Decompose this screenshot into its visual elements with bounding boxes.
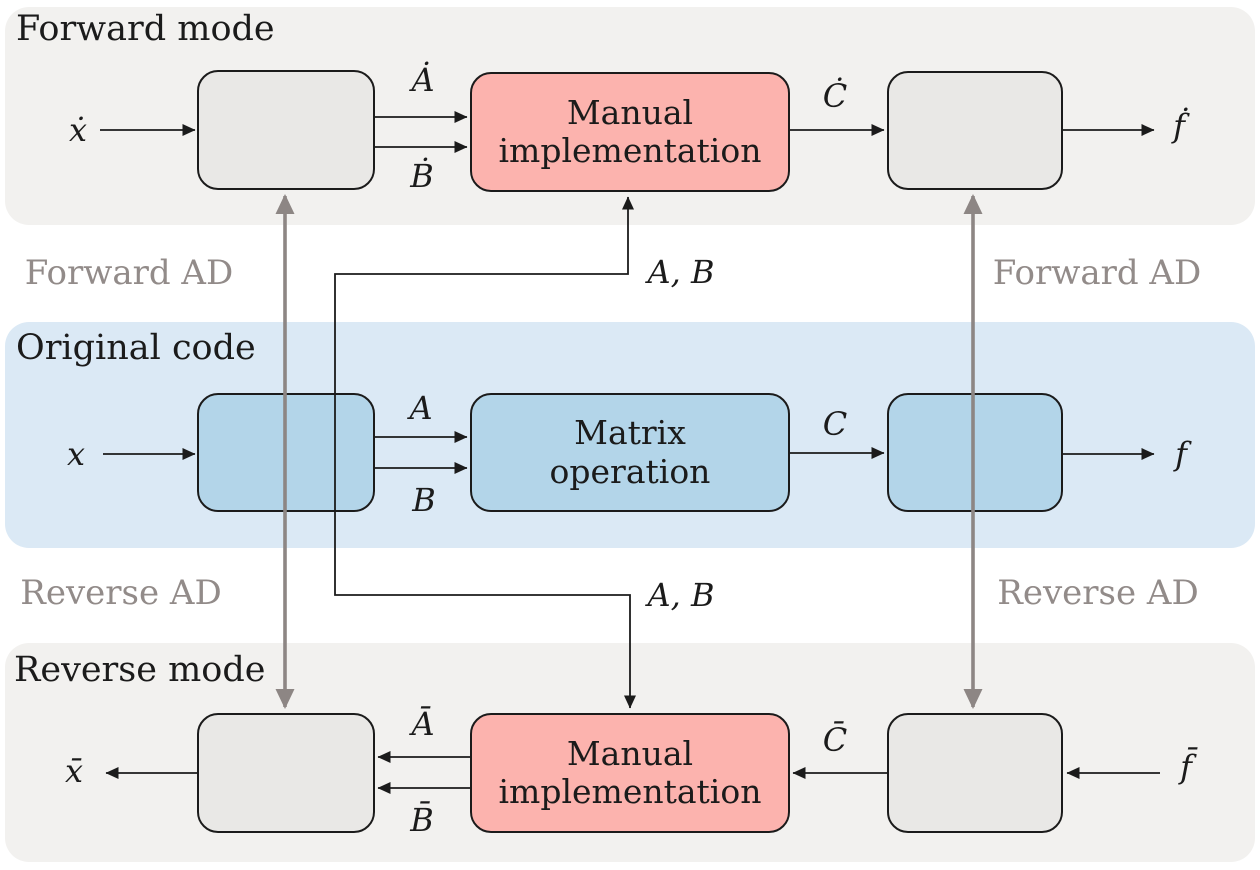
reverse-ad-label-left: Reverse AD [20,573,222,613]
f-bar-label: f̄ [1180,748,1192,786]
forward-ad-label-left: Forward AD [24,253,234,293]
original-output-node [887,393,1063,512]
reverse-ad-label-right: Reverse AD [997,573,1199,613]
forward-manual-label-line2: implementation [498,131,762,170]
x-dot-label: ẋ [68,111,88,149]
x-label: x [66,435,86,473]
forward-mode-title: Forward mode [16,9,275,49]
forward-ad-label-right: Forward AD [992,253,1202,293]
forward-manual-label-line1: Manual [566,92,694,132]
B-bar-label: B̄ [410,801,434,839]
C-label: C [822,405,848,443]
reverse-manual-label-line1: Manual [566,733,694,773]
matrix-operation-label-line2: operation [549,451,711,491]
x-bar-label: x̄ [64,752,84,790]
matrix-operation-node: Matrix operation [470,393,790,512]
forward-output-node [887,71,1063,190]
f-dot-label: ḟ [1173,107,1185,145]
original-code-title: Original code [16,328,256,368]
C-bar-label: C̄ [822,721,848,759]
original-input-node [197,393,375,512]
forward-input-node [197,70,375,190]
C-dot-label: Ċ [822,77,848,115]
reverse-input-node [197,713,375,833]
forward-manual-node: Manual implementation [470,72,790,192]
f-label: f [1175,435,1187,473]
AB-bottom-label: A, B [647,576,715,614]
A-label: A [409,389,433,427]
reverse-manual-label-line2: implementation [498,772,762,811]
matrix-operation-label-line1: Matrix [574,413,686,453]
A-dot-label: Ȧ [411,61,435,99]
B-dot-label: Ḃ [410,157,434,195]
B-label: B [412,481,436,519]
A-bar-label: Ā [411,705,435,743]
reverse-mode-title: Reverse mode [14,650,266,690]
reverse-manual-node: Manual implementation [470,713,790,833]
reverse-output-node [887,713,1063,833]
AB-top-label: A, B [647,253,715,291]
